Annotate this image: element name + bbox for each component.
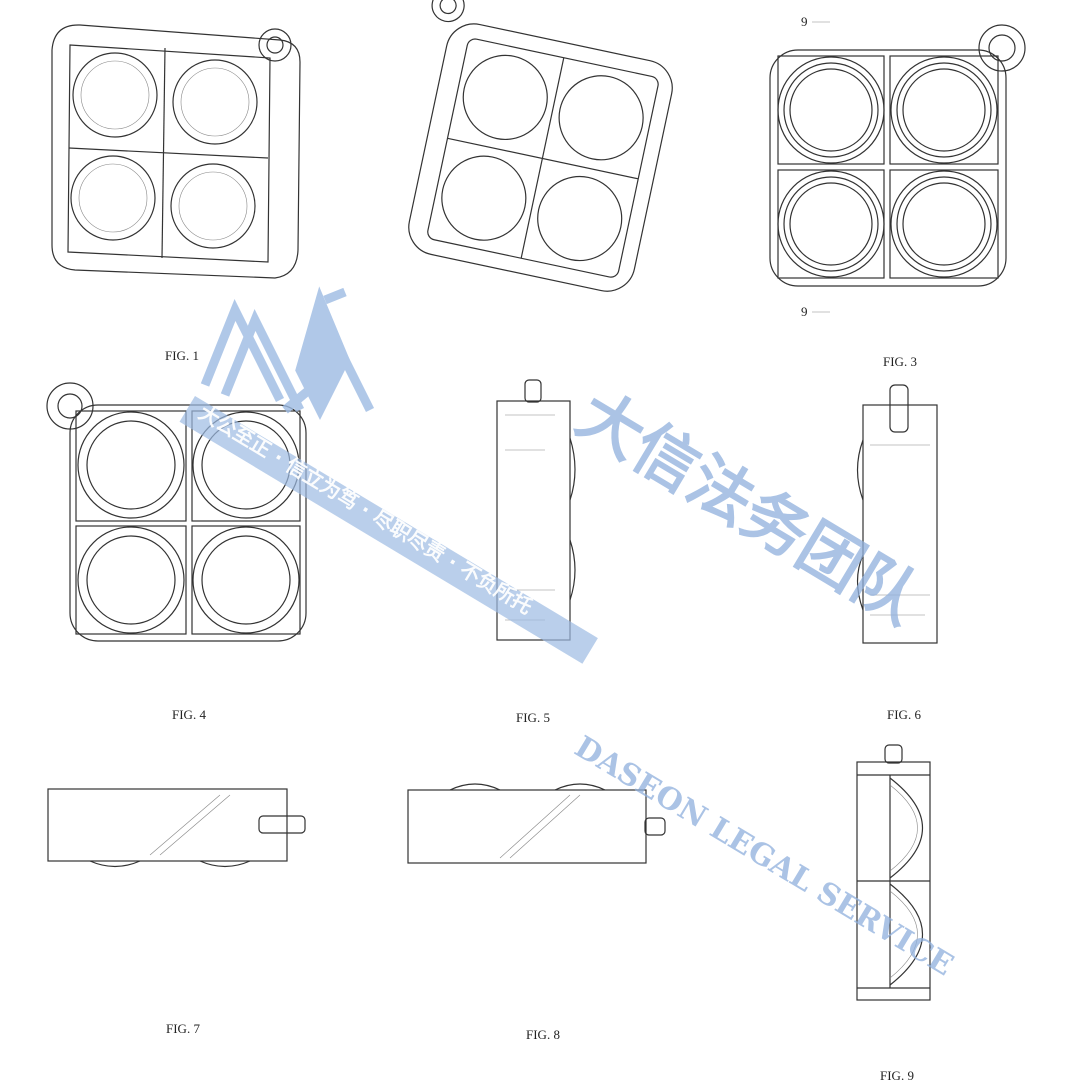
fig6-label: FIG. 6 bbox=[887, 707, 921, 722]
fig6-drawing bbox=[856, 384, 938, 644]
fig9-drawing bbox=[856, 744, 931, 1001]
fig1-label: FIG. 1 bbox=[165, 348, 199, 363]
fig7-label: FIG. 7 bbox=[166, 1021, 200, 1036]
fig3-drawing: 9 9 bbox=[769, 14, 1026, 319]
fig1-drawing bbox=[51, 24, 301, 279]
fig3-label: FIG. 3 bbox=[883, 354, 917, 369]
fig7-drawing bbox=[47, 788, 306, 868]
section-mark-bottom: 9 bbox=[801, 304, 808, 319]
fig5-label: FIG. 5 bbox=[516, 710, 550, 725]
fig8-label: FIG. 8 bbox=[526, 1027, 560, 1042]
fig4-label: FIG. 4 bbox=[172, 707, 206, 722]
fig2-drawing bbox=[408, 0, 673, 292]
section-mark-top: 9 bbox=[801, 14, 808, 29]
fig9-label: FIG. 9 bbox=[880, 1068, 914, 1080]
fig8-drawing bbox=[407, 783, 666, 864]
